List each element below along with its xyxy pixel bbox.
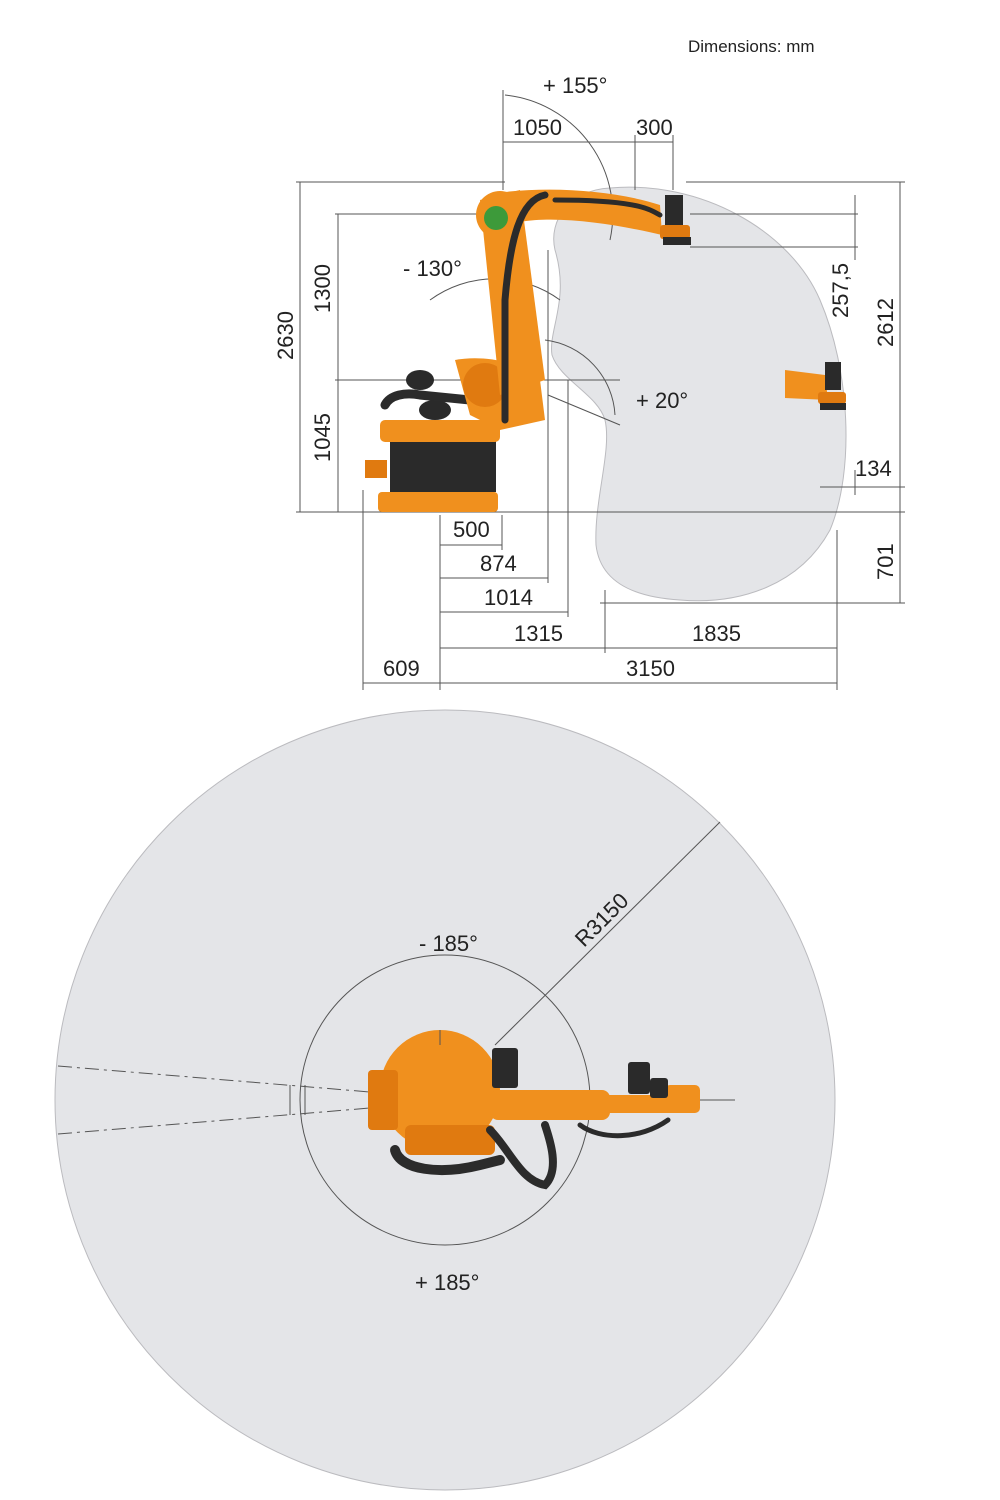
dim-1835: 1835 bbox=[692, 621, 741, 646]
robot-arm-link-side bbox=[480, 190, 545, 395]
dim-1300: 1300 bbox=[310, 264, 335, 313]
robot-base-side bbox=[378, 492, 498, 512]
angle-a1-positive: + 185° bbox=[415, 1270, 479, 1295]
dim-257-5: 257,5 bbox=[828, 263, 853, 318]
top-view: R3150 - 185° + 185° bbox=[54, 709, 836, 1491]
angle-a3-negative: - 130° bbox=[403, 256, 462, 281]
units-label: Dimensions: mm bbox=[688, 37, 815, 56]
robot-forearm-top bbox=[540, 1095, 680, 1113]
side-view: + 155° 1050 300 - 130° + 20° 2630 1300 1… bbox=[273, 73, 905, 690]
angle-a1-negative: - 185° bbox=[419, 931, 478, 956]
robot-forearm-lower-position bbox=[785, 370, 828, 400]
dim-2630: 2630 bbox=[273, 311, 298, 360]
angle-a2-positive: + 155° bbox=[543, 73, 607, 98]
dim-3150: 3150 bbox=[626, 656, 675, 681]
dim-2612: 2612 bbox=[873, 298, 898, 347]
dim-874: 874 bbox=[480, 551, 517, 576]
dim-1315: 1315 bbox=[514, 621, 563, 646]
work-envelope-side bbox=[551, 186, 847, 602]
robot-base-top bbox=[380, 1030, 500, 1150]
dim-1014: 1014 bbox=[484, 585, 533, 610]
dim-1045: 1045 bbox=[310, 413, 335, 462]
dim-500: 500 bbox=[453, 517, 490, 542]
dim-134: 134 bbox=[855, 456, 892, 481]
dim-609: 609 bbox=[383, 656, 420, 681]
angle-a3-positive: + 20° bbox=[636, 388, 688, 413]
radius-line bbox=[494, 821, 721, 1046]
dim-1050: 1050 bbox=[513, 115, 562, 140]
dim-701: 701 bbox=[873, 543, 898, 580]
dim-300: 300 bbox=[636, 115, 673, 140]
